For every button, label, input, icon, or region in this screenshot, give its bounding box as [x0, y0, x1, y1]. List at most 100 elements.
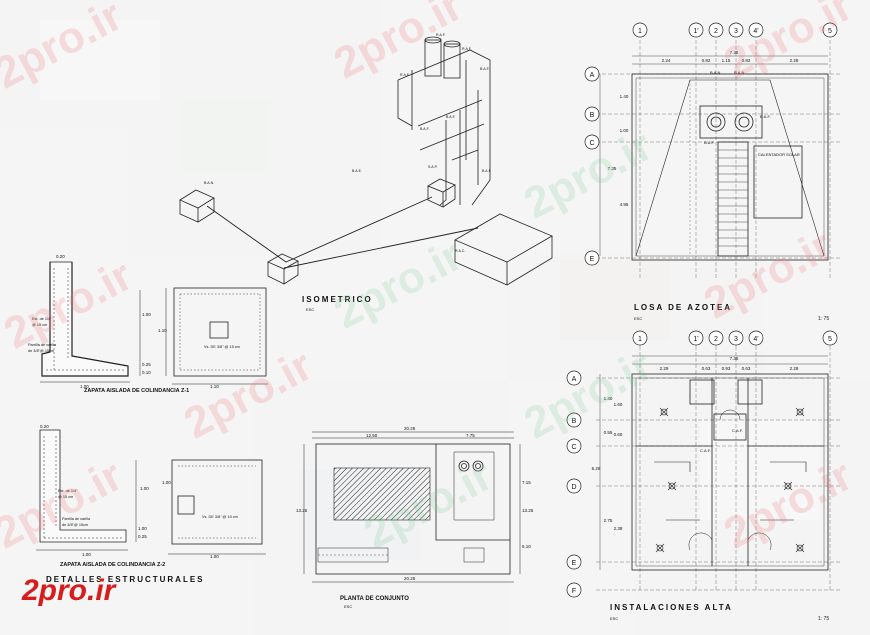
svg-text:0.60: 0.60 — [614, 432, 623, 437]
svg-text:C: C — [571, 444, 576, 451]
isometric-drawing — [179, 36, 553, 286]
footing-z1-plan — [165, 287, 268, 385]
azotea-plan — [596, 40, 840, 280]
svg-text:Est. de 1/4": Est. de 1/4" — [32, 317, 52, 321]
alta-grid-bubbles — [566, 330, 838, 598]
svg-text:B.A.F.: B.A.F. — [420, 127, 429, 131]
svg-text:2.24: 2.24 — [662, 58, 671, 63]
svg-text:0.10: 0.10 — [142, 370, 151, 375]
site-logo[interactable]: 2pro.ir — [22, 574, 116, 607]
svg-text:7.35: 7.35 — [608, 166, 617, 171]
svg-text:2.28: 2.28 — [790, 366, 799, 371]
svg-text:A: A — [572, 376, 577, 383]
svg-text:3: 3 — [734, 28, 738, 35]
svg-text:Parrilla de varilla: Parrilla de varilla — [28, 343, 57, 347]
svg-text:B.A.F.: B.A.F. — [482, 169, 491, 173]
svg-text:Vs. DE 3/8" @ 15 cm: Vs. DE 3/8" @ 15 cm — [204, 345, 240, 349]
svg-text:5: 5 — [828, 336, 832, 343]
svg-text:6.10: 6.10 — [522, 544, 531, 549]
svg-text:C: C — [589, 140, 594, 147]
svg-text:E: E — [572, 560, 577, 567]
svg-text:Vs. DE 3/8" @ 15 cm: Vs. DE 3/8" @ 15 cm — [202, 515, 238, 519]
iso-box-left — [179, 189, 215, 223]
azotea-ratio: 1: 75 — [818, 316, 829, 322]
svg-text:1.00: 1.00 — [620, 128, 629, 133]
svg-text:2.29: 2.29 — [660, 366, 669, 371]
svg-text:0.20: 0.20 — [40, 424, 49, 429]
svg-text:@ 15 cm: @ 15 cm — [58, 495, 73, 499]
iso-cistern — [454, 213, 553, 286]
svg-text:4': 4' — [753, 336, 758, 343]
svg-text:1.00: 1.00 — [80, 384, 89, 389]
azotea-title: LOSA DE AZOTEA — [634, 303, 732, 312]
svg-text:7.35: 7.35 — [730, 356, 739, 361]
footing-dims: 0.20 1.00 1.10 1.00 1.10 0.25 0.10 1.00 … — [40, 254, 219, 559]
isometric-title: ISOMETRICO — [302, 295, 373, 304]
svg-text:12.50: 12.50 — [366, 433, 378, 438]
azotea-dims: 7.35 2.24 0.82 1.15 0.82 2.28 1.40 1.00 … — [608, 50, 799, 207]
svg-text:2: 2 — [714, 336, 718, 343]
svg-text:13.25: 13.25 — [522, 508, 534, 513]
svg-text:2: 2 — [714, 28, 718, 35]
svg-text:F: F — [572, 588, 576, 595]
svg-text:@ 15 cm: @ 15 cm — [32, 323, 47, 327]
svg-text:B.A.F.: B.A.F. — [480, 67, 489, 71]
site-plan-scale: ESC — [344, 604, 352, 609]
alta-title: INSTALACIONES ALTA — [610, 603, 733, 612]
alta-grid-labels: 1 1' 2 3 4' 5 A B C D E F — [571, 336, 832, 595]
svg-text:D: D — [571, 484, 576, 491]
alta-scale: ESC — [610, 616, 618, 621]
svg-text:1: 1 — [638, 336, 642, 343]
iso-tank-tower — [397, 36, 491, 206]
svg-text:de 3/8"@ 15cm: de 3/8"@ 15cm — [28, 349, 54, 353]
svg-text:13.25: 13.25 — [296, 508, 308, 513]
svg-text:0.82: 0.82 — [742, 58, 751, 63]
svg-text:B.A.F.: B.A.F. — [704, 140, 715, 145]
svg-text:20.25: 20.25 — [404, 426, 416, 431]
svg-text:1': 1' — [693, 28, 698, 35]
svg-text:1.00: 1.00 — [140, 486, 149, 491]
svg-text:1': 1' — [693, 336, 698, 343]
svg-text:1.10: 1.10 — [210, 384, 219, 389]
footing-z1-title: ZAPATA AISLADA DE COLINDANCIA Z-1 — [84, 388, 189, 394]
svg-text:1.15: 1.15 — [722, 58, 731, 63]
iso-box-middle — [267, 253, 299, 285]
svg-text:0.63: 0.63 — [742, 366, 751, 371]
svg-text:A: A — [590, 72, 595, 79]
alta-plan — [596, 340, 840, 591]
svg-text:5: 5 — [828, 28, 832, 35]
svg-text:B.A.N.: B.A.N. — [204, 181, 214, 185]
alta-dims: 7.35 2.29 0.63 0.93 0.63 2.28 1.40 1.60 … — [592, 356, 799, 531]
svg-text:C.A.F.: C.A.F. — [700, 448, 711, 453]
svg-text:2.75: 2.75 — [604, 518, 613, 523]
isometric-scale: ESC — [306, 307, 314, 312]
svg-text:E: E — [590, 256, 595, 263]
alta-light-fixtures — [655, 407, 805, 553]
svg-text:CALENTADOR SOLAR: CALENTADOR SOLAR — [758, 152, 800, 157]
azotea-scale: ESC — [634, 316, 642, 321]
azotea-grid-bubbles — [584, 22, 838, 266]
svg-text:1: 1 — [638, 28, 642, 35]
svg-text:3: 3 — [734, 336, 738, 343]
svg-text:B: B — [572, 418, 577, 425]
iso-box-right — [427, 178, 456, 208]
svg-text:2.28: 2.28 — [790, 58, 799, 63]
svg-text:20.25: 20.25 — [404, 576, 416, 581]
svg-text:R.A.F.: R.A.F. — [400, 73, 410, 77]
alta-ratio: 1: 75 — [818, 616, 829, 622]
svg-text:0.25: 0.25 — [138, 534, 147, 539]
svg-text:0.25: 0.25 — [142, 362, 151, 367]
svg-text:B.A.F.: B.A.F. — [446, 115, 455, 119]
svg-text:0.82: 0.82 — [702, 58, 711, 63]
svg-text:0.55: 0.55 — [604, 430, 613, 435]
site-plan-title: PLANTA DE CONJUNTO — [340, 596, 409, 602]
svg-text:2.38: 2.38 — [614, 526, 623, 531]
footing-z1-notes: Est. de 1/4" @ 15 cm Parrilla de varilla… — [28, 317, 240, 353]
azotea-grid-labels: 1 1' 2 3 4' 5 A B C E — [589, 28, 832, 263]
footing-z2-title: ZAPATA AISLADA DE COLINDANCIA Z-2 — [60, 562, 165, 568]
site-plan-dims: 20.25 12.50 7.75 20.25 13.25 7.15 13.25 … — [296, 426, 534, 581]
isometric-tags: R.A.F. R.A.F. R.A.F. B.A.F. B.A.F. S.A.P… — [204, 33, 491, 253]
svg-text:7.35: 7.35 — [730, 50, 739, 55]
